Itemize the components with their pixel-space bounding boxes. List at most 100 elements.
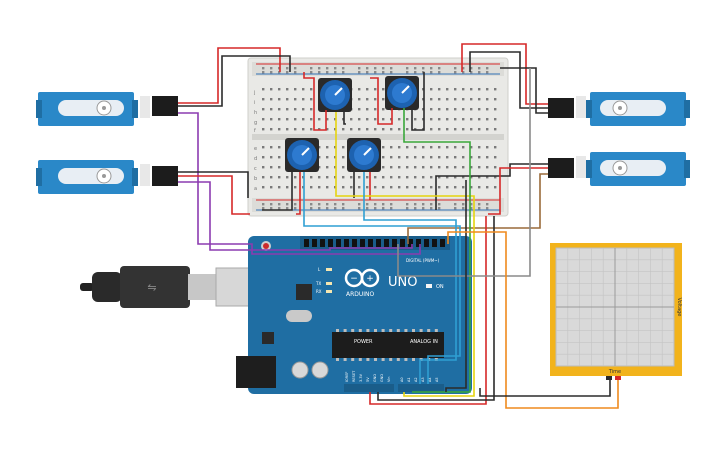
svg-text:−: − [350, 274, 358, 284]
usb-cable[interactable]: ⇋ [80, 266, 269, 308]
svg-text:RX: RX [316, 289, 322, 294]
servo-bottom-left[interactable] [36, 160, 150, 194]
wire-red [178, 175, 250, 215]
status-leds: L TX RX [315, 267, 332, 294]
potentiometer-2[interactable] [385, 76, 419, 110]
svg-text:L: L [318, 267, 321, 272]
svg-text:A1: A1 [407, 377, 411, 382]
power-jack[interactable] [236, 356, 276, 388]
servo-top-left[interactable] [36, 92, 150, 126]
row-letter-a: a [254, 186, 257, 192]
row-letter-b: b [254, 176, 257, 182]
usb-symbol-icon: ⇋ [147, 281, 156, 294]
wire-black [479, 380, 611, 397]
svg-text:A0: A0 [400, 377, 404, 382]
on-led-label: ON [436, 284, 444, 290]
scope-probe-positive[interactable] [615, 376, 621, 380]
row-letter-h: h [254, 110, 257, 116]
wires [178, 43, 619, 409]
wire-brown [407, 173, 548, 244]
wire-black [343, 110, 346, 125]
usb-chip [296, 284, 312, 300]
breadboard-holes [262, 67, 497, 210]
potentiometer-4[interactable] [347, 138, 381, 172]
wire-purple [178, 112, 421, 255]
servo-connector-br [548, 158, 574, 178]
capacitor-1 [291, 361, 309, 379]
wire-black [445, 180, 467, 392]
svg-text:TX: TX [315, 281, 321, 286]
capacitor-2 [311, 361, 329, 379]
svg-text:+: + [366, 274, 374, 284]
row-letter-e: e [254, 146, 257, 152]
svg-text:5V: 5V [366, 377, 370, 382]
wire-blue [363, 172, 457, 384]
wire-green [403, 108, 471, 393]
wire-red [303, 72, 327, 131]
scope-y-label: Voltage [676, 298, 682, 317]
servo-connector-tl [152, 96, 178, 116]
svg-text:GND: GND [373, 374, 377, 382]
analog-pin-labels: A0 A1 A2 A3 A4 A5 [400, 377, 439, 382]
servo-connector-tr [548, 98, 574, 118]
row-letter-j: j [253, 90, 255, 96]
svg-text:GND: GND [380, 374, 384, 382]
potentiometer-3[interactable] [285, 138, 319, 172]
top-power-rail [252, 62, 504, 76]
svg-text:A2: A2 [414, 377, 418, 382]
wire-red [369, 216, 487, 405]
svg-text:Vin: Vin [387, 376, 391, 382]
wire-purple [178, 181, 413, 251]
row-letter-d: d [254, 156, 257, 162]
wire-black [435, 163, 548, 210]
wire-black [178, 55, 291, 107]
arduino-model: UNO [388, 275, 417, 290]
bottom-power-rail [252, 198, 504, 212]
chip-pins [336, 329, 438, 361]
digital-pin-row [304, 239, 445, 247]
analog-header [398, 384, 444, 392]
servo-bottom-right[interactable] [576, 152, 690, 186]
wire-black [377, 216, 495, 401]
power-pin-labels: IOREF RESET 3.3V 5V GND GND Vin [345, 370, 391, 382]
potentiometer-1[interactable] [318, 78, 352, 112]
servo-top-right[interactable] [576, 92, 690, 126]
svg-text:A4: A4 [428, 377, 432, 382]
svg-text:3.3V: 3.3V [359, 373, 363, 382]
wire-black [411, 72, 425, 131]
wire-red [370, 77, 393, 125]
servo-connector-bl [152, 166, 178, 186]
wire-black [262, 170, 293, 211]
wire-red [461, 43, 548, 105]
svg-text:A5: A5 [435, 377, 439, 382]
breadboard-row-letters: j i h g f e d c b a [253, 90, 257, 192]
analog-label: ANALOG IN [410, 339, 438, 345]
crystal-oscillator [286, 310, 312, 322]
digital-header-label: DIGITAL (PWM~) [406, 258, 440, 263]
row-letter-f: f [254, 128, 256, 134]
power-label: POWER [354, 339, 373, 345]
wire-black [178, 171, 249, 198]
wire-gray [397, 68, 531, 277]
wire-red [296, 172, 301, 215]
svg-text:A3: A3 [421, 377, 425, 382]
wire-red [488, 167, 548, 215]
svg-text:RESET: RESET [352, 370, 356, 382]
svg-text:IOREF: IOREF [345, 372, 349, 382]
reset-button[interactable] [263, 243, 269, 249]
row-letter-c: c [254, 166, 257, 172]
wire-orange [447, 231, 619, 409]
scope-x-label: Time [608, 369, 621, 375]
voltage-regulator [262, 332, 274, 344]
center-channel [252, 134, 504, 140]
atmega-chip [332, 332, 444, 358]
arduino-brand: ARDUINO [346, 291, 375, 298]
arduino-logo-icon: − + [344, 268, 380, 288]
oscilloscope[interactable]: Time Voltage [550, 243, 682, 380]
power-header [344, 384, 394, 392]
row-letter-i: i [254, 100, 255, 106]
scope-probe-negative[interactable] [606, 376, 612, 380]
arduino-uno-board[interactable]: DIGITAL (PWM~) − + ARDUINO UNO ON L TX R… [236, 236, 472, 394]
